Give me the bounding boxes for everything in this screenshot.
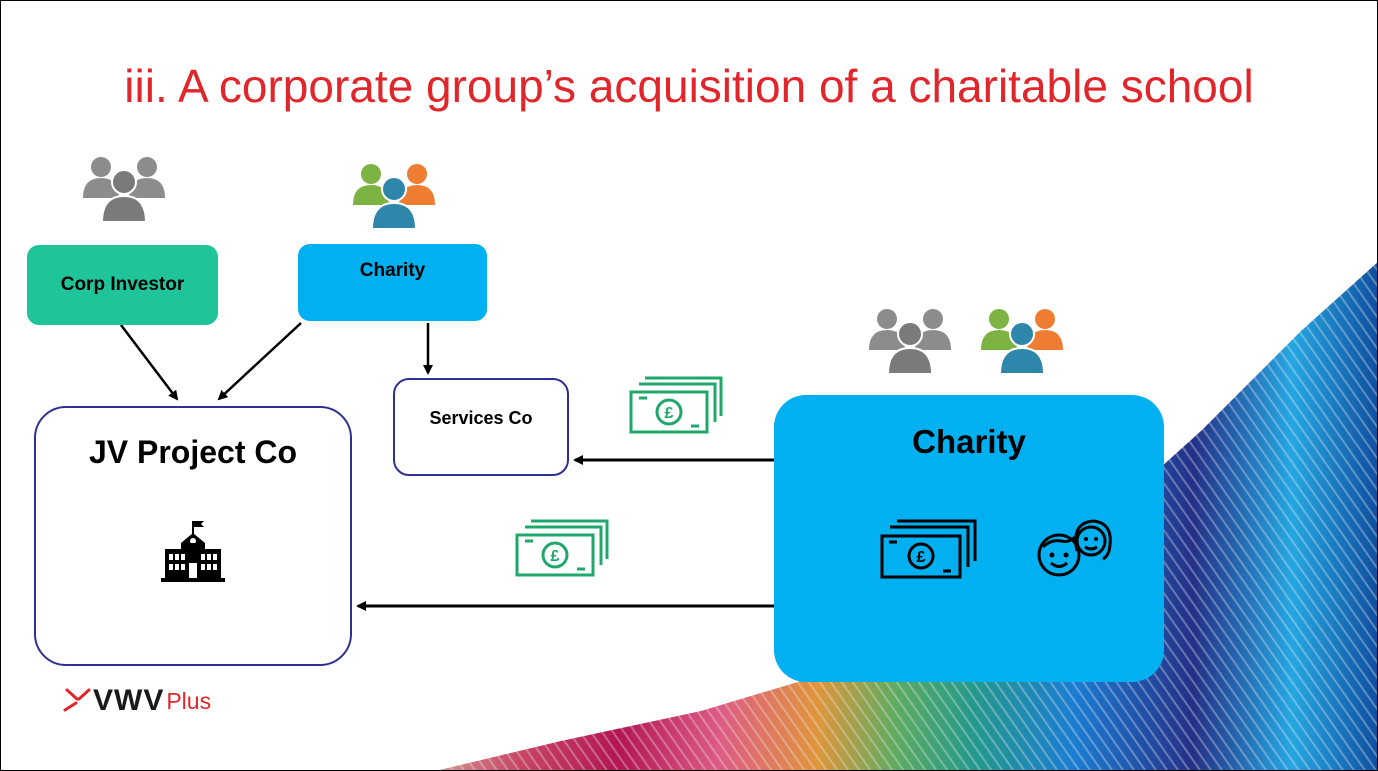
corp-investor-box: Corp Investor <box>27 245 218 325</box>
logo-text: VWV <box>93 684 165 717</box>
charity-main-label: Charity <box>912 423 1026 460</box>
children-faces-icon <box>1037 519 1112 577</box>
people-group-gray-icon <box>869 309 951 375</box>
services-co-label: Services Co <box>429 408 533 428</box>
school-icon <box>161 521 225 582</box>
people-group-colored-icon <box>981 309 1063 375</box>
pound-banknotes-icon: £ <box>515 519 609 577</box>
svg-text:£: £ <box>917 549 926 566</box>
pound-banknotes-icon: £ <box>880 519 977 579</box>
pound-banknotes-icon: £ <box>629 376 723 434</box>
arrow-corp-to-jv <box>120 324 179 401</box>
corp-investor-label: Corp Investor <box>60 274 185 295</box>
people-group-gray-icon <box>83 157 165 223</box>
jv-project-co-label: JV Project Co <box>88 434 298 470</box>
logo-mark-icon <box>63 688 91 712</box>
services-co-box: Services Co <box>393 378 569 476</box>
jv-project-co-box: JV Project Co <box>34 406 352 666</box>
page-title: iii. A corporate group’s acquisition of … <box>124 60 1254 112</box>
charity-top-box: Charity <box>298 244 487 321</box>
people-group-colored-icon <box>353 164 435 230</box>
svg-text:£: £ <box>551 548 560 565</box>
arrow-charity-to-jv <box>217 322 302 401</box>
logo-subtext: Plus <box>166 687 212 714</box>
svg-text:£: £ <box>665 405 674 422</box>
charity-top-label: Charity <box>359 260 426 281</box>
vwv-plus-logo: VWV Plus <box>63 684 211 718</box>
